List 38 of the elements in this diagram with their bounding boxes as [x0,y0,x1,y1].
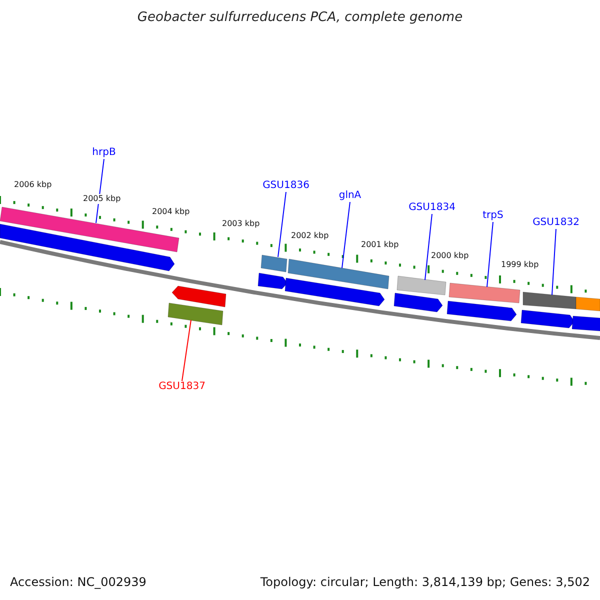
gene-bar [288,258,390,290]
scale-label: 2006 kbp [14,180,52,190]
scale-label: 1999 kbp [501,260,539,270]
scale-label: 2000 kbp [431,251,469,261]
gene-block [394,292,443,312]
gene-block [284,278,385,306]
scale-label: 2005 kbp [83,194,121,204]
leader-line [552,228,556,296]
leader-line [486,222,494,288]
gene-bar [260,254,288,272]
gene-label: GSU1832 [532,217,580,229]
leader-line [342,202,350,268]
gene-block [172,286,226,308]
scale-label: 2002 kbp [291,231,329,241]
gene-bar [168,302,224,326]
scale-label: 2003 kbp [222,219,260,229]
leader-line [424,214,432,280]
gene-label: trpS [482,210,504,222]
scale-label: 2004 kbp [152,207,190,217]
gene-label: GSU1836 [262,180,310,192]
gene-block [0,224,175,272]
gene-block [572,316,600,332]
gene-bar [396,276,446,296]
gene-bar [448,282,520,304]
gene-label: GSU1837 [158,381,206,393]
gene-block [258,272,288,290]
title: Geobacter sulfurreducens PCA, complete genome [137,10,463,26]
gene-label: glnA [338,190,362,202]
gene-bar [576,296,600,312]
scale-label: 2001 kbp [361,240,399,250]
gene-label: GSU1834 [408,202,456,214]
leader-line [278,192,286,258]
accession-text: Accession: NC_002939 [10,575,146,590]
gene-block [446,300,517,322]
gene-label: hrpB [92,147,116,159]
leader-line [182,320,192,382]
genome-stats-text: Topology: circular; Length: 3,814,139 bp; Genes: 3,502 [260,575,590,590]
gene-bar [522,292,576,310]
